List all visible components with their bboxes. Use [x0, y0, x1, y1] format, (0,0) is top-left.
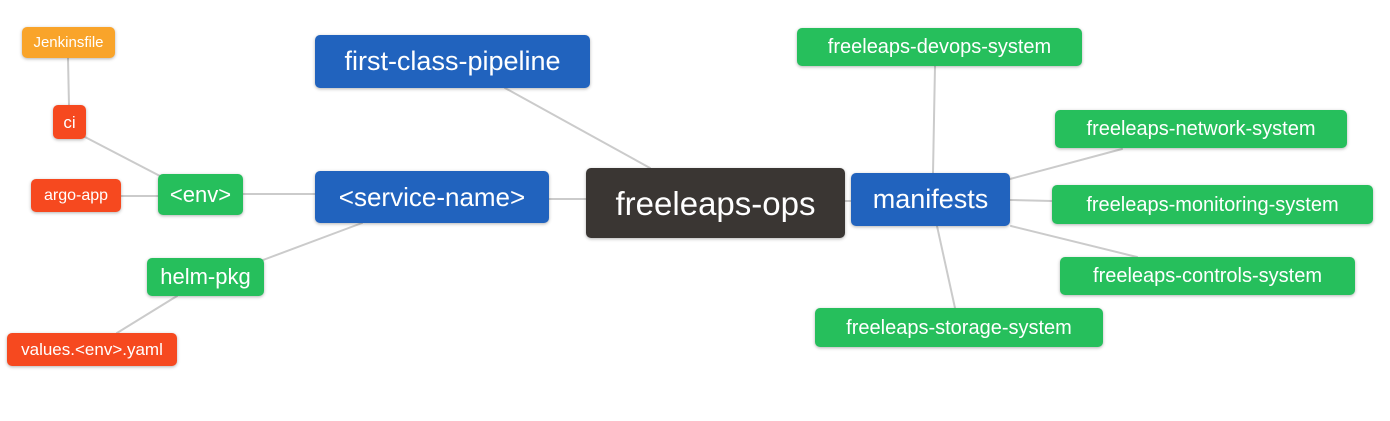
edge-freeleaps_ops-first_class_pipeline: [504, 87, 651, 169]
node-freeleaps-controls-system[interactable]: freeleaps-controls-system: [1060, 257, 1355, 295]
edge-manifests-freeleaps_storage_system: [936, 225, 956, 309]
edge-manifests-freeleaps_devops_system: [932, 65, 936, 174]
node-freeleaps-network-system-label: freeleaps-network-system: [1086, 118, 1316, 140]
node-manifests[interactable]: manifests: [851, 173, 1010, 226]
node-freeleaps-monitoring-system[interactable]: freeleaps-monitoring-system: [1052, 185, 1373, 224]
node-freeleaps-network-system[interactable]: freeleaps-network-system: [1055, 110, 1347, 148]
node-values-env-yaml[interactable]: values.<env>.yaml: [7, 333, 177, 366]
node-service-name-label: <service-name>: [338, 182, 526, 212]
node-manifests-label: manifests: [872, 184, 989, 214]
edge-manifests-freeleaps_controls_system: [1010, 225, 1138, 258]
node-first-class-pipeline[interactable]: first-class-pipeline: [315, 35, 590, 88]
node-helm-pkg[interactable]: helm-pkg: [147, 258, 264, 296]
node-freeleaps-ops[interactable]: freeleaps-ops: [586, 168, 845, 238]
node-ci[interactable]: ci: [53, 105, 86, 139]
node-jenkinsfile[interactable]: Jenkinsfile: [22, 27, 115, 58]
edge-ci-jenkinsfile: [67, 57, 70, 107]
node-freeleaps-monitoring-system-label: freeleaps-monitoring-system: [1086, 193, 1339, 216]
edge-env-ci: [84, 136, 161, 177]
node-freeleaps-devops-system[interactable]: freeleaps-devops-system: [797, 28, 1082, 66]
node-env-label: <env>: [169, 181, 232, 207]
node-freeleaps-controls-system-label: freeleaps-controls-system: [1093, 265, 1322, 287]
node-values-env-yaml-label: values.<env>.yaml: [21, 340, 163, 359]
node-argo-app-label: argo-app: [43, 186, 109, 204]
edge-manifests-freeleaps_monitoring_system: [1009, 199, 1053, 202]
node-service-name[interactable]: <service-name>: [315, 171, 549, 223]
edge-helm_pkg-values_env_yaml: [116, 295, 178, 334]
node-env[interactable]: <env>: [158, 174, 243, 215]
edge-service_name-helm_pkg: [262, 222, 363, 261]
node-freeleaps-storage-system[interactable]: freeleaps-storage-system: [815, 308, 1103, 347]
node-freeleaps-storage-system-label: freeleaps-storage-system: [846, 316, 1072, 339]
node-jenkinsfile-label: Jenkinsfile: [33, 34, 104, 51]
edge-manifests-freeleaps_network_system: [1009, 148, 1123, 180]
node-first-class-pipeline-label: first-class-pipeline: [344, 46, 561, 76]
node-freeleaps-devops-system-label: freeleaps-devops-system: [827, 36, 1052, 58]
node-freeleaps-ops-label: freeleaps-ops: [615, 184, 816, 222]
node-argo-app[interactable]: argo-app: [31, 179, 121, 212]
node-ci-label: ci: [63, 112, 76, 132]
node-helm-pkg-label: helm-pkg: [160, 264, 251, 289]
